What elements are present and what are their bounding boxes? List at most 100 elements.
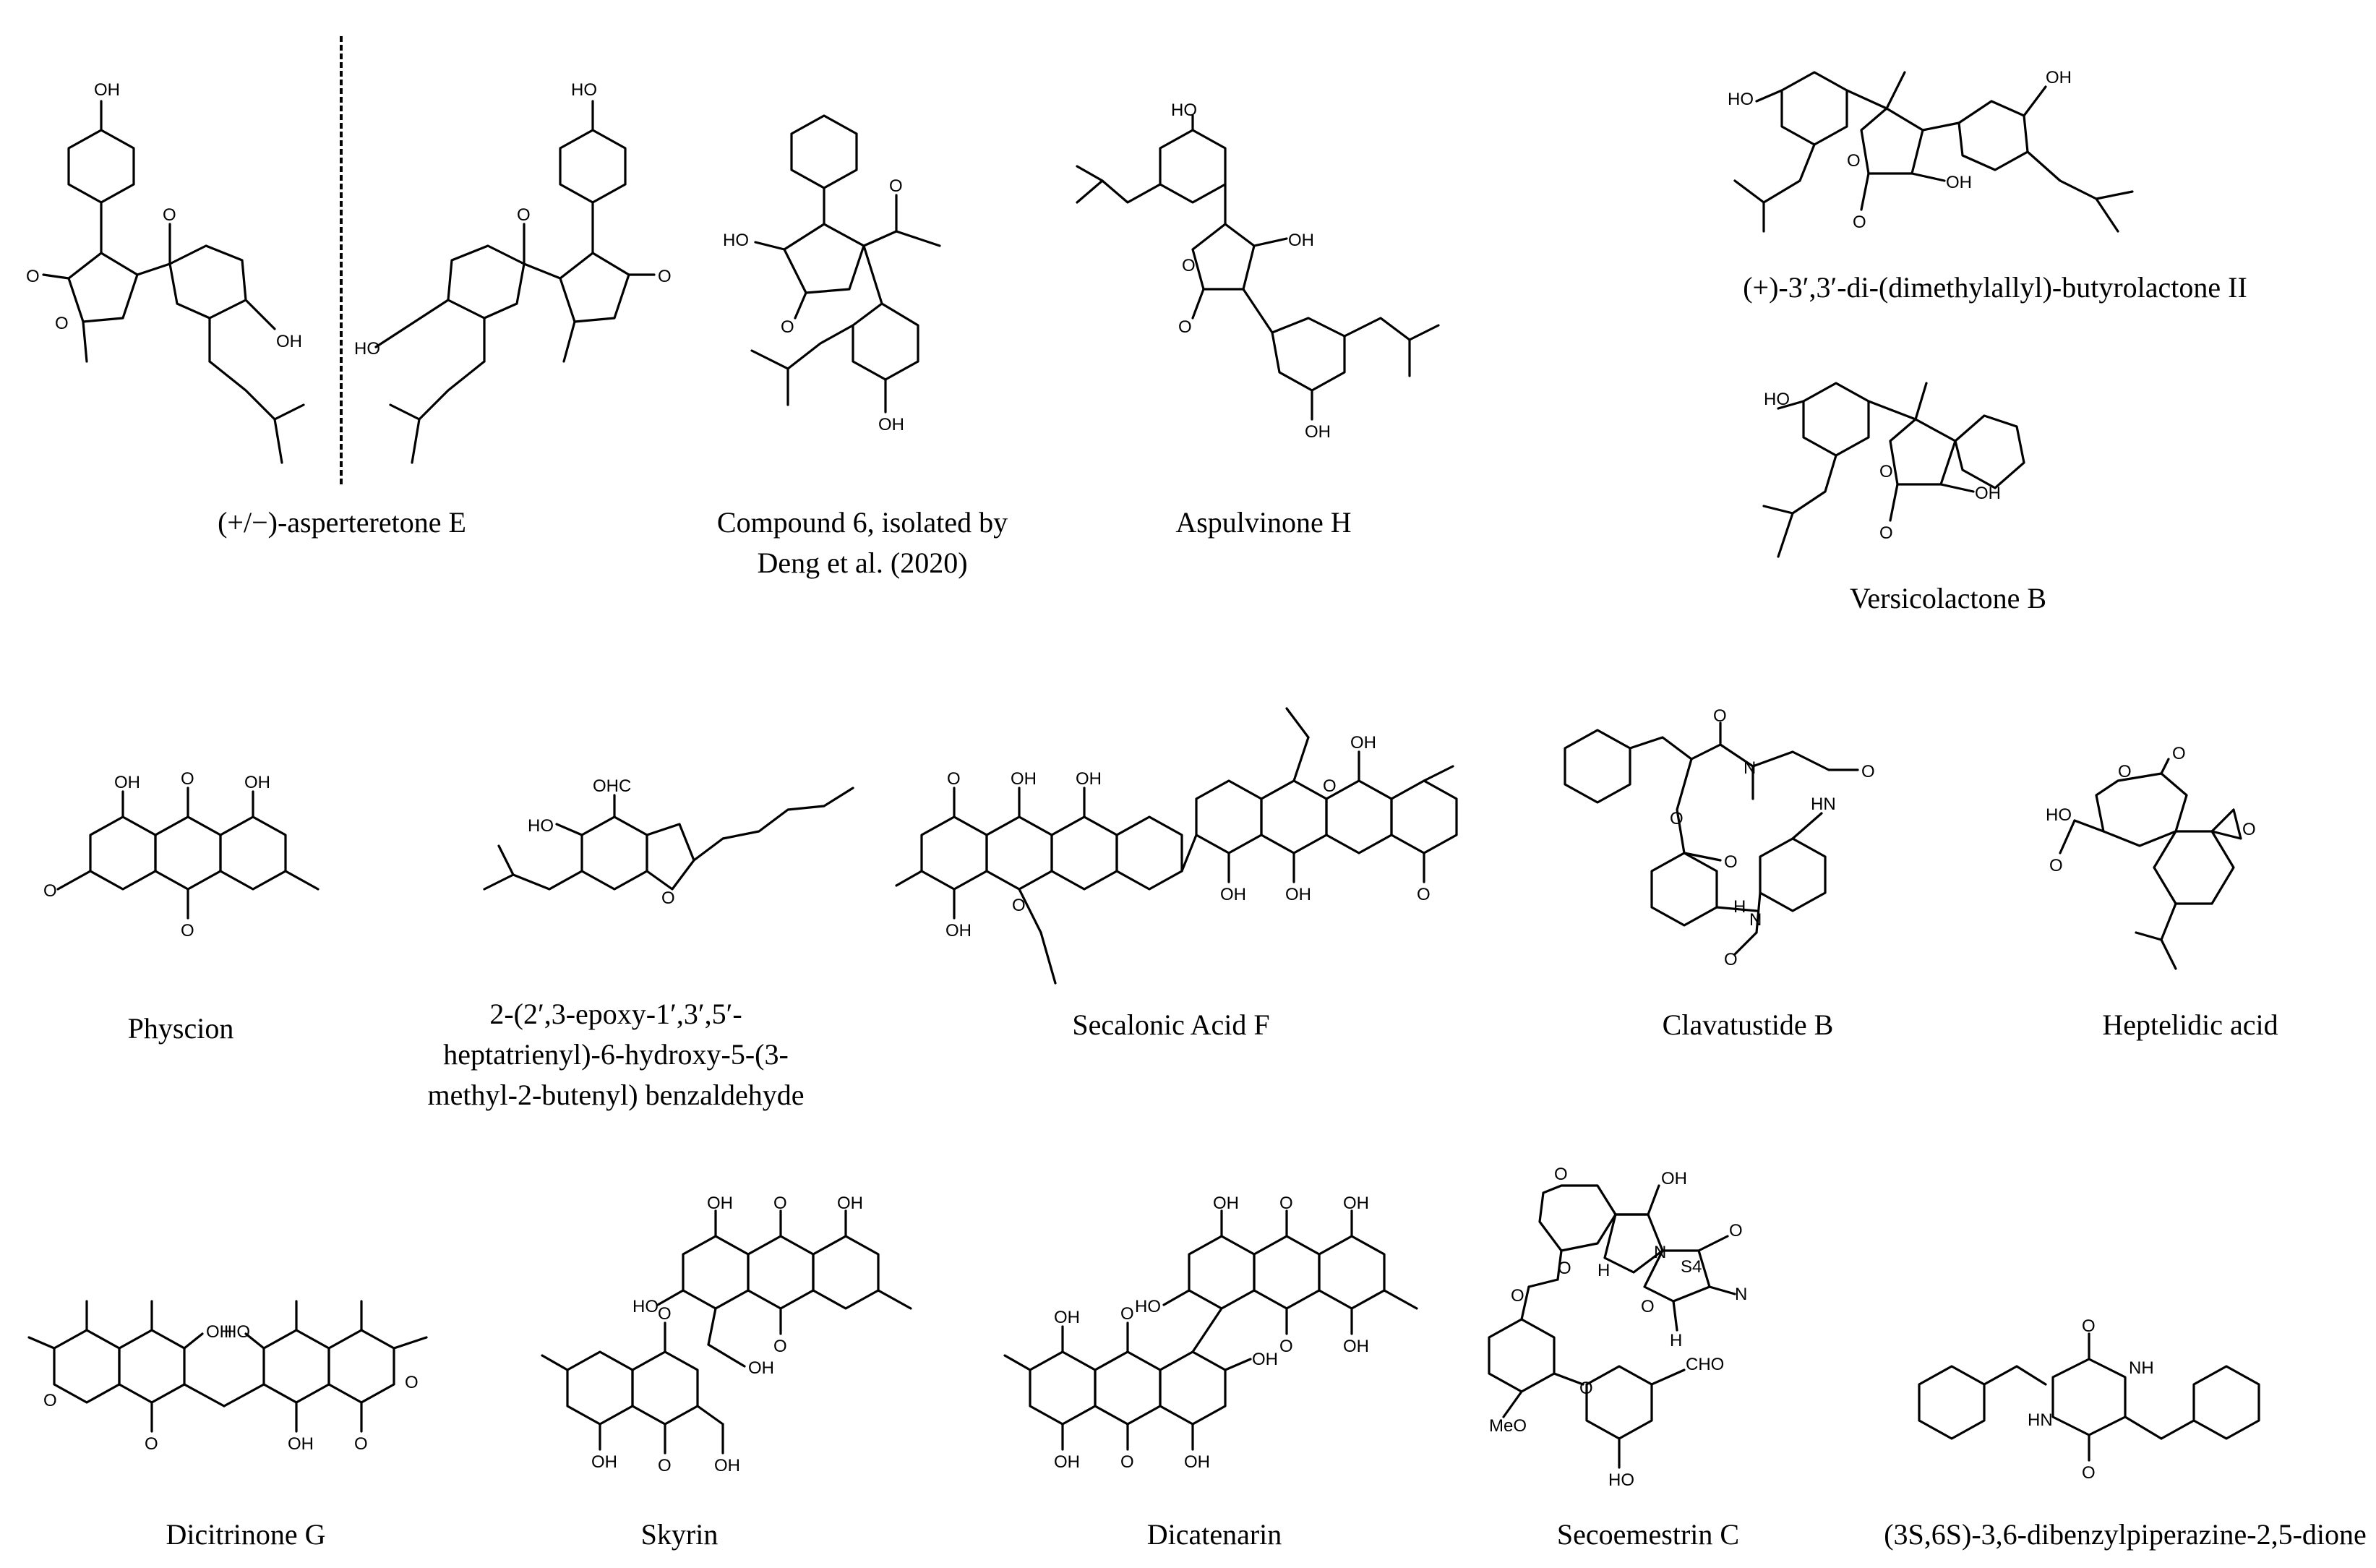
atom-label: O: [781, 317, 794, 337]
caption-secoemestrin-c: Secoemestrin C: [1556, 1518, 1740, 1551]
atom-label: O: [658, 267, 672, 286]
atom-label: O: [1120, 1452, 1134, 1472]
structure-heptelidic-acid: O O HO O O: [2017, 744, 2349, 994]
caption-dicatenarin: Dicatenarin: [1146, 1518, 1282, 1551]
atom-label: N: [1654, 1243, 1666, 1262]
atom-label: O: [1178, 317, 1192, 337]
structure-dibenzylpiperazine: O NH HN O: [1908, 1316, 2342, 1500]
atom-label: O: [145, 1434, 158, 1454]
atom-label: N: [1749, 910, 1762, 930]
atom-label: O: [1323, 776, 1337, 796]
atom-label: OH: [114, 773, 140, 792]
atom-label: O: [1511, 1286, 1524, 1306]
atom-label: OH: [1343, 1337, 1369, 1356]
caption-benzaldehyde-line3: methyl-2-butenyl) benzaldehyde: [427, 1079, 805, 1111]
atom-label: OH: [1661, 1169, 1687, 1188]
atom-label: O: [658, 1456, 672, 1475]
atom-label: O: [43, 1391, 57, 1410]
atom-label: OH: [244, 773, 270, 792]
atom-label: HO: [632, 1297, 659, 1316]
atom-label: HN: [2028, 1410, 2053, 1430]
atom-label: O: [947, 769, 961, 789]
atom-label: OH: [1305, 422, 1331, 442]
atom-label: OH: [878, 415, 904, 434]
atom-label: O: [1879, 523, 1893, 543]
atom-label: OH: [1054, 1452, 1080, 1472]
structure-skyrin: OH O OH HO O OH O O OH OH: [506, 1193, 983, 1500]
caption-benzaldehyde-line1: 2-(2′,3-epoxy-1′,3′,5′-: [489, 998, 742, 1030]
caption-butyrolactone-ii: (+)-3′,3′-di-(dimethylallyl)-butyrolacto…: [1743, 271, 2247, 304]
atom-label: O: [1279, 1337, 1293, 1356]
atom-label: O: [354, 1434, 368, 1454]
atom-label: OH: [1946, 173, 1972, 192]
atom-label: O: [1847, 151, 1861, 171]
atom-label: O: [1729, 1221, 1743, 1241]
atom-label: O: [889, 176, 903, 196]
atom-label: O: [2082, 1316, 2096, 1336]
atom-label: HN: [1811, 794, 1836, 814]
atom-label: HO: [2046, 805, 2072, 825]
atom-label: HO: [1171, 100, 1197, 120]
atom-label: O: [661, 888, 675, 908]
atom-label: O: [1554, 1165, 1568, 1184]
caption-secalonic-acid-f: Secalonic Acid F: [1072, 1008, 1270, 1041]
structure-secoemestrin-c: O OH H N S4 O N O H O O O CHO MeO HO: [1488, 1157, 1822, 1515]
atom-label: OH: [837, 1194, 863, 1213]
atom-label: O: [1279, 1194, 1293, 1213]
atom-label: O: [1879, 462, 1893, 481]
atom-label: OH: [1350, 733, 1376, 753]
atom-label: O: [26, 267, 40, 286]
atom-label: H: [1670, 1331, 1682, 1350]
atom-label: O: [181, 769, 194, 789]
caption-skyrin: Skyrin: [640, 1518, 719, 1551]
atom-label: OH: [1213, 1194, 1239, 1213]
atom-label: OH: [1343, 1194, 1369, 1213]
structure-dicitrinone-g: O OH HO O OH O O: [14, 1287, 492, 1500]
atom-label: O: [658, 1304, 672, 1324]
atom-label: O: [55, 314, 69, 333]
caption-dibenzylpiperazine: (3S,6S)-3,6-dibenzylpiperazine-2,5-dione: [1884, 1518, 2367, 1551]
atom-label: OH: [2046, 68, 2072, 87]
caption-compound-6-line2: Deng et al. (2020): [757, 547, 968, 579]
atom-label: O: [1724, 950, 1738, 969]
atom-label: OHC: [593, 776, 631, 796]
caption-aspulvinone-h: Aspulvinone H: [1175, 506, 1352, 539]
atom-label: O: [43, 881, 57, 901]
atom-label: HO: [354, 339, 380, 359]
atom-label: NH: [2129, 1358, 2154, 1378]
enantiomer-divider: [340, 36, 343, 484]
atom-label: OH: [591, 1452, 617, 1472]
atom-label: O: [1861, 762, 1875, 781]
atom-label: N: [1744, 758, 1756, 778]
structure-butyrolactone-ii: HO O O OH OH: [1720, 43, 2241, 264]
atom-label: OH: [1285, 885, 1311, 904]
atom-label: O: [1120, 1304, 1134, 1324]
caption-asperteretone-e: (+/−)-asperteretone E: [218, 506, 466, 539]
structure-benzaldehyde: OHC HO O: [405, 774, 867, 994]
atom-label: O: [2172, 744, 2186, 763]
atom-label: HO: [723, 231, 749, 250]
atom-label: H: [1733, 897, 1746, 917]
caption-versicolactone-b: Versicolactone B: [1849, 582, 2047, 614]
atom-label: HO: [1728, 90, 1754, 109]
structure-asperteretone-e-right: HO O O HO: [347, 43, 679, 495]
caption-heptelidic-acid: Heptelidic acid: [2102, 1008, 2278, 1041]
atom-label: O: [1182, 256, 1196, 275]
structure-secalonic-acid-f: O OH OH OH O O OH OH OH O: [882, 694, 1518, 1045]
atom-label: O: [405, 1373, 419, 1392]
atom-label: O: [773, 1337, 787, 1356]
atom-label: OH: [1975, 484, 2001, 503]
atom-label: O: [1558, 1259, 1571, 1278]
structure-versicolactone-b: HO O O OH: [1762, 340, 2197, 582]
atom-label: O: [1724, 852, 1738, 872]
atom-label: O: [181, 921, 194, 941]
atom-label: OH: [94, 80, 120, 100]
atom-label: OH: [1252, 1350, 1278, 1369]
caption-benzaldehyde-line2: heptatrienyl)-6-hydroxy-5-(3-: [443, 1038, 789, 1071]
atom-label: O: [1417, 885, 1431, 904]
caption-dicitrinone-g: Dicitrinone G: [166, 1518, 326, 1551]
atom-label: CHO: [1686, 1355, 1724, 1374]
atom-label: HO: [571, 80, 597, 100]
caption-clavatustide-b: Clavatustide B: [1662, 1008, 1834, 1041]
